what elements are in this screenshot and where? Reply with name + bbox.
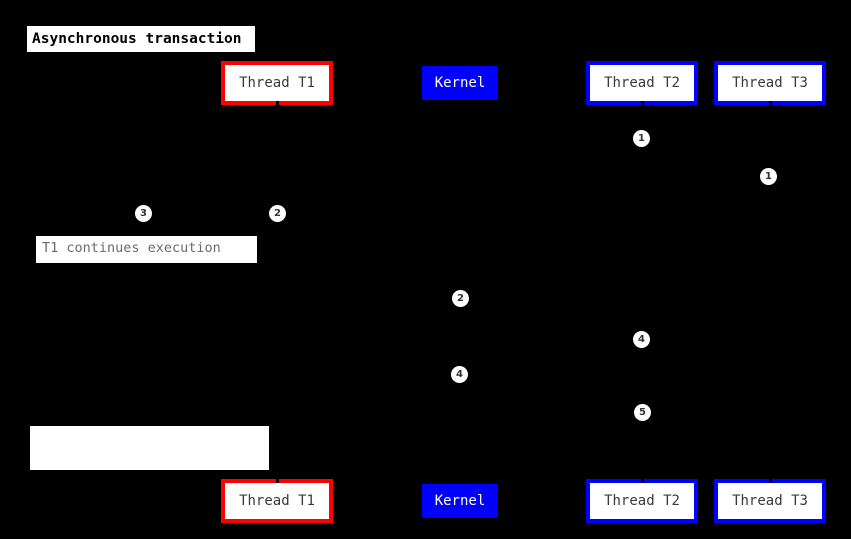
step-badge-1-0: 1 <box>633 130 650 147</box>
lifeline-header-thread-t1[interactable]: Thread T1 <box>221 61 333 108</box>
lifeline-label: Kernel <box>434 75 486 91</box>
step-badge-4-5: 4 <box>633 331 650 348</box>
lifeline-label: Thread T3 <box>732 75 808 91</box>
lifeline-header-thread-t2[interactable]: Thread T2 <box>586 61 698 108</box>
lifeline-label: Thread T1 <box>239 493 315 509</box>
lifeline-footer-kernel[interactable]: Kernel <box>422 477 498 518</box>
lifeline-header-thread-t3[interactable]: Thread T3 <box>714 61 826 108</box>
diagram-title-tag: Asynchronous transaction <box>27 26 255 52</box>
blank-note-plate <box>30 426 269 470</box>
lifeline-stub <box>276 476 279 483</box>
step-badge-2-4: 2 <box>452 290 469 307</box>
lifeline-stub <box>459 477 462 484</box>
note-label: T1 continues execution <box>36 236 257 263</box>
step-badge-3-2: 3 <box>135 205 152 222</box>
lifeline-header-kernel[interactable]: Kernel <box>422 66 498 107</box>
lifeline-label: Thread T2 <box>604 493 680 509</box>
lifeline-label: Thread T1 <box>239 75 315 91</box>
lifeline-stub <box>641 101 644 108</box>
lifeline-stub <box>459 100 462 107</box>
lifeline-footer-thread-t2[interactable]: Thread T2 <box>586 476 698 523</box>
step-badge-1-1: 1 <box>760 168 777 185</box>
step-badge-5-7: 5 <box>634 404 651 421</box>
step-badge-2-3: 2 <box>269 205 286 222</box>
lifeline-stub <box>276 101 279 108</box>
step-badge-4-6: 4 <box>451 366 468 383</box>
lifeline-stub <box>641 476 644 483</box>
lifeline-label: Kernel <box>434 493 486 509</box>
lifeline-footer-thread-t3[interactable]: Thread T3 <box>714 476 826 523</box>
lifeline-stub <box>769 476 772 483</box>
lifeline-footer-thread-t1[interactable]: Thread T1 <box>221 476 333 523</box>
lifeline-label: Thread T2 <box>604 75 680 91</box>
lifeline-label: Thread T3 <box>732 493 808 509</box>
lifeline-stub <box>769 101 772 108</box>
